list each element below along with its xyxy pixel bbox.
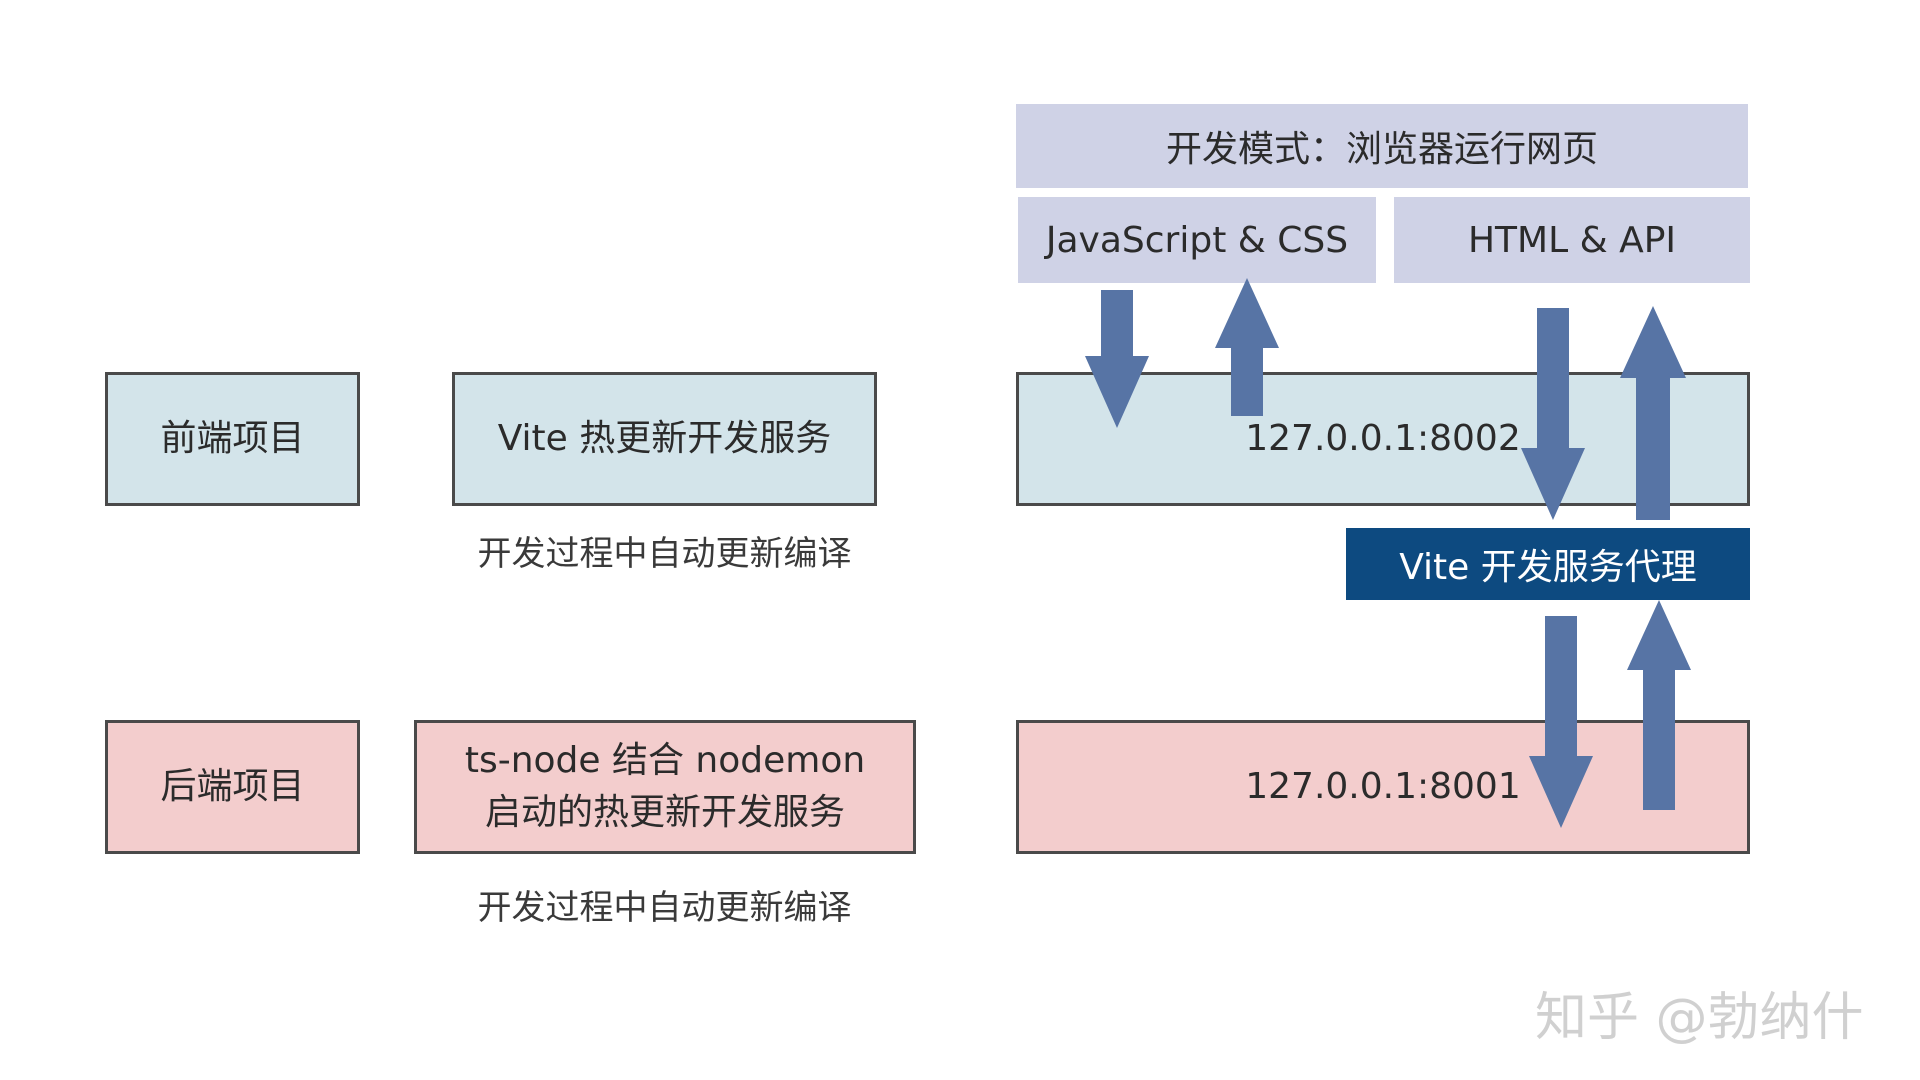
vite-proxy-box: Vite 开发服务代理 <box>1346 528 1750 600</box>
html-api-down-arrow <box>1521 308 1585 520</box>
backend-project-box: 后端项目 <box>105 720 360 854</box>
js-css-box: JavaScript & CSS <box>1018 197 1376 283</box>
backend-service-line1: ts-node 结合 nodemon <box>464 739 866 781</box>
backend-address-label: 127.0.0.1:8001 <box>1245 765 1521 807</box>
backend-service-line2: 启动的热更新开发服务 <box>484 792 845 833</box>
proxy-up-arrow <box>1627 600 1691 810</box>
html-api-label: HTML & API <box>1467 219 1677 261</box>
js-css-label: JavaScript & CSS <box>1045 219 1349 261</box>
browser-mode-title: 开发模式：浏览器运行网页 <box>1165 129 1598 170</box>
html-api-up-arrow <box>1620 306 1686 520</box>
frontend-project-box: 前端项目 <box>105 372 360 506</box>
js-css-down-arrow <box>1085 290 1149 428</box>
backend-service-box: ts-node 结合 nodemon 启动的热更新开发服务 <box>414 720 916 854</box>
browser-mode-header: 开发模式：浏览器运行网页 <box>1016 104 1748 188</box>
frontend-note: 开发过程中自动更新编译 <box>477 534 852 574</box>
frontend-address-box: 127.0.0.1:8002 <box>1016 372 1750 506</box>
vite-proxy-label: Vite 开发服务代理 <box>1399 547 1697 588</box>
html-api-box: HTML & API <box>1394 197 1750 283</box>
js-css-up-arrow <box>1215 278 1279 416</box>
frontend-service-label: Vite 热更新开发服务 <box>497 417 832 459</box>
backend-address-box: 127.0.0.1:8001 <box>1016 720 1750 854</box>
frontend-service-box: Vite 热更新开发服务 <box>452 372 877 506</box>
backend-project-label: 后端项目 <box>160 765 305 807</box>
watermark: 知乎 @勃纳什 <box>1535 988 1864 1048</box>
backend-note: 开发过程中自动更新编译 <box>477 888 852 928</box>
frontend-address-label: 127.0.0.1:8002 <box>1245 417 1521 459</box>
frontend-project-label: 前端项目 <box>160 417 305 459</box>
proxy-down-arrow <box>1529 616 1593 828</box>
